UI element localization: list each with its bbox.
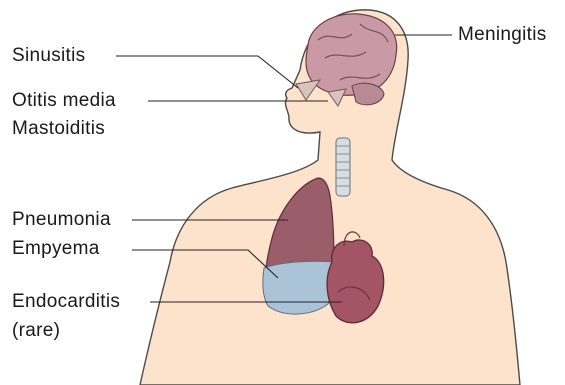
brain: [306, 14, 397, 95]
pleural-effusion: [263, 261, 334, 314]
trachea: [336, 138, 350, 196]
label-endocarditis: Endocarditis: [12, 291, 120, 313]
leader-sinusitis-diag: [258, 56, 298, 88]
label-empyema: Empyema: [12, 238, 100, 260]
label-mastoiditis: Mastoiditis: [12, 118, 105, 140]
label-meningitis: Meningitis: [458, 24, 547, 46]
label-sinusitis: Sinusitis: [12, 45, 85, 67]
label-otitis-media: Otitis media: [12, 90, 116, 112]
label-rare-note: (rare): [12, 320, 60, 342]
label-pneumonia: Pneumonia: [12, 209, 111, 231]
